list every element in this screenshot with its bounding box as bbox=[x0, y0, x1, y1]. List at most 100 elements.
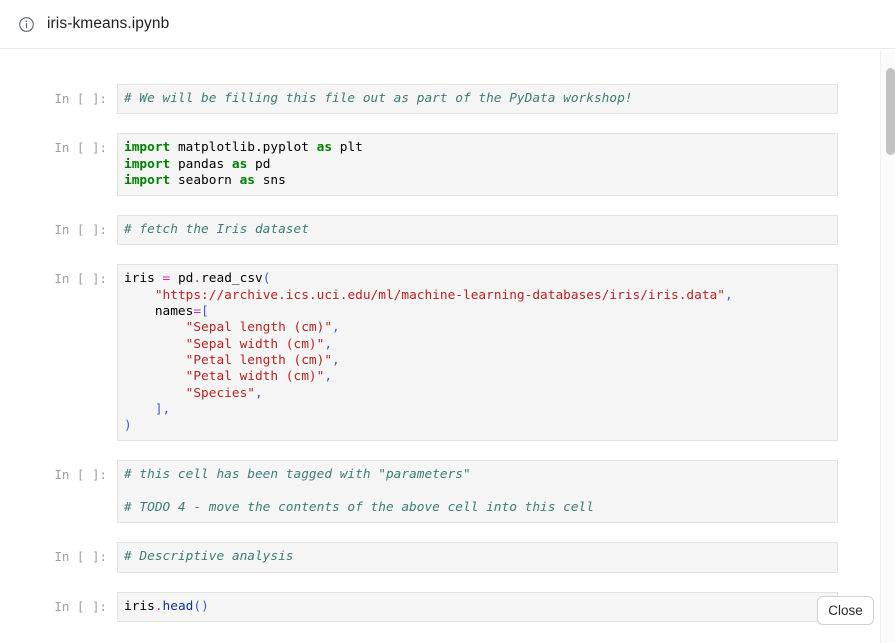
code-line: # this cell has been tagged with "parame… bbox=[124, 467, 829, 483]
code-token: "Sepal width (cm)" bbox=[185, 336, 325, 352]
code-token bbox=[124, 288, 155, 303]
code-line: "Sepal width (cm)", bbox=[124, 337, 829, 353]
code-token: pd bbox=[247, 156, 271, 172]
cell-parameters-comment[interactable]: # this cell has been tagged with "parame… bbox=[117, 460, 838, 524]
cell-descriptive-comment[interactable]: # Descriptive analysis bbox=[117, 542, 838, 573]
notebook-cell[interactable]: In [ ]: # Descriptive analysis bbox=[0, 542, 895, 573]
code-line: "Petal length (cm)", bbox=[124, 353, 829, 369]
code-token: # fetch the Iris dataset bbox=[124, 222, 309, 238]
code-line: iris = pd.read_csv( bbox=[124, 271, 829, 287]
code-line: # We will be filling this file out as pa… bbox=[124, 91, 829, 107]
code-token bbox=[124, 386, 186, 401]
code-line: names=[ bbox=[124, 304, 829, 320]
code-token: # this cell has been tagged with "parame… bbox=[124, 467, 471, 483]
code-token: . bbox=[193, 271, 202, 287]
notebook-cell[interactable]: In [ ]: iris.head() bbox=[0, 591, 895, 622]
notebook-cell[interactable]: In [ ]: # We will be filling this file ou… bbox=[0, 84, 895, 115]
cell-prompt-label: In [ ]: bbox=[54, 467, 107, 483]
cell-intro-comment[interactable]: # We will be filling this file out as pa… bbox=[117, 84, 838, 115]
code-token: read_csv bbox=[201, 271, 263, 287]
code-token: pd bbox=[170, 271, 194, 287]
code-token: , bbox=[324, 369, 333, 385]
code-line: import matplotlib.pyplot as plt bbox=[124, 140, 829, 156]
code-token: names bbox=[124, 304, 194, 320]
code-token: () bbox=[193, 598, 209, 614]
code-line: "Petal width (cm)", bbox=[124, 369, 829, 385]
code-token: ], bbox=[154, 401, 171, 417]
code-token: sns bbox=[255, 172, 286, 188]
code-token: [ bbox=[201, 304, 209, 320]
code-line: "https://archive.ics.uci.edu/ml/machine-… bbox=[124, 288, 829, 304]
code-line: import seaborn as sns bbox=[124, 173, 829, 189]
code-line: "Species", bbox=[124, 386, 829, 402]
code-token bbox=[124, 320, 186, 335]
notebook-cell[interactable]: In [ ]: iris = pd.read_csv( "https://arch… bbox=[0, 264, 895, 442]
info-circle-icon bbox=[19, 16, 34, 32]
code-token bbox=[124, 369, 186, 384]
notebook-cell-list: In [ ]: # We will be filling this file ou… bbox=[0, 50, 895, 622]
code-line: "Sepal length (cm)", bbox=[124, 320, 829, 336]
code-token: = bbox=[193, 304, 202, 320]
code-token: pandas bbox=[170, 156, 232, 172]
code-token: as bbox=[316, 140, 333, 156]
code-token: seaborn bbox=[170, 172, 240, 188]
code-token: "Species" bbox=[185, 385, 255, 401]
code-token bbox=[124, 337, 186, 352]
code-token: , bbox=[332, 352, 340, 368]
notebook-scroll-area[interactable]: In [ ]: # We will be filling this file ou… bbox=[0, 50, 895, 643]
code-token: , bbox=[324, 336, 333, 352]
code-token: "https://archive.ics.uci.edu/ml/machine-… bbox=[154, 287, 725, 303]
code-token: "Petal length (cm)" bbox=[185, 352, 333, 368]
code-line bbox=[124, 484, 829, 500]
cell-fetch-comment[interactable]: # fetch the Iris dataset bbox=[117, 215, 838, 246]
code-token: iris bbox=[124, 598, 155, 614]
cell-prompt-label: In [ ]: bbox=[54, 549, 107, 565]
notebook-cell[interactable]: In [ ]: # fetch the Iris dataset bbox=[0, 215, 895, 246]
code-token: head bbox=[162, 598, 194, 614]
cell-read-csv[interactable]: iris = pd.read_csv( "https://archive.ics… bbox=[117, 264, 838, 442]
code-token: plt bbox=[332, 140, 363, 156]
code-token: # Descriptive analysis bbox=[124, 549, 294, 565]
cell-prompt-label: In [ ]: bbox=[54, 598, 107, 614]
code-line: # TODO 4 - move the contents of the abov… bbox=[124, 500, 829, 516]
code-token bbox=[124, 402, 155, 417]
page-title: iris-kmeans.ipynb bbox=[47, 15, 170, 33]
code-token: "Petal width (cm)" bbox=[185, 369, 325, 385]
code-line: # Descriptive analysis bbox=[124, 549, 829, 565]
code-token: , bbox=[724, 287, 733, 303]
code-token bbox=[124, 353, 186, 368]
code-token: # We will be filling this file out as pa… bbox=[124, 91, 633, 106]
cell-prompt-label: In [ ]: bbox=[54, 271, 107, 287]
cell-prompt-label: In [ ]: bbox=[54, 140, 107, 156]
cell-prompt-label: In [ ]: bbox=[54, 222, 107, 238]
code-token: ) bbox=[124, 418, 132, 434]
code-token: . bbox=[154, 598, 163, 614]
close-button[interactable]: Close bbox=[817, 596, 874, 625]
code-line: import pandas as pd bbox=[124, 157, 829, 173]
code-token: = bbox=[162, 271, 171, 287]
code-line: # fetch the Iris dataset bbox=[124, 222, 829, 238]
code-token: import bbox=[124, 172, 171, 188]
code-token: # TODO 4 - move the contents of the abov… bbox=[124, 500, 594, 516]
code-token: , bbox=[332, 320, 340, 336]
code-line: iris.head() bbox=[124, 599, 829, 615]
code-line: ) bbox=[124, 418, 829, 434]
code-token: "Sepal length (cm)" bbox=[185, 320, 333, 336]
code-token: import bbox=[124, 156, 171, 172]
code-token: as bbox=[239, 172, 255, 188]
titlebar: iris-kmeans.ipynb bbox=[0, 0, 895, 49]
vertical-scrollbar-thumb[interactable] bbox=[886, 68, 895, 155]
notebook-cell[interactable]: In [ ]: # this cell has been tagged with … bbox=[0, 460, 895, 524]
code-token: iris bbox=[124, 271, 163, 287]
vertical-scrollbar-track[interactable] bbox=[880, 50, 895, 643]
cell-iris-head[interactable]: iris.head() bbox=[117, 591, 838, 622]
code-token: as bbox=[231, 156, 248, 172]
code-token: , bbox=[254, 385, 263, 401]
code-token: matplotlib.pyplot bbox=[170, 140, 317, 156]
code-token: ( bbox=[262, 271, 271, 287]
code-token: import bbox=[124, 140, 171, 156]
code-line: ], bbox=[124, 402, 829, 418]
cell-prompt-label: In [ ]: bbox=[54, 91, 107, 106]
